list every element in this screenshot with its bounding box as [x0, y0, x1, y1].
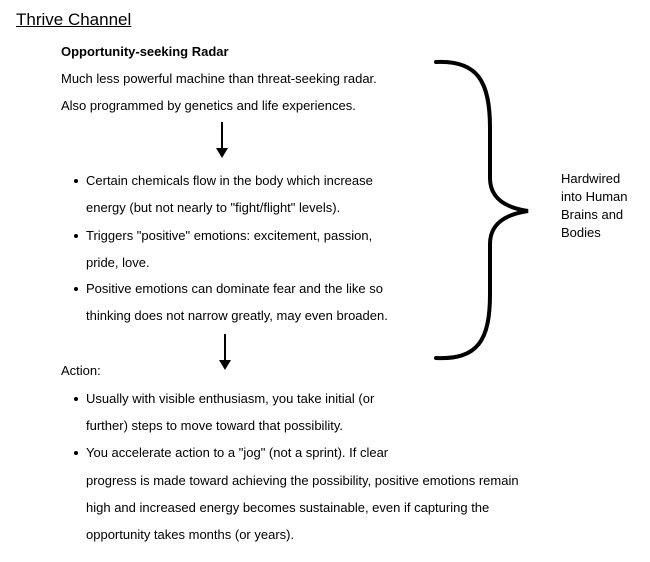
hardwired-note-line-1: Hardwired [561, 171, 621, 186]
effect-bullet-2-line-2: pride, love. [86, 255, 150, 270]
hardwired-note: Hardwired into Human Brains and Bodies [561, 170, 627, 242]
radar-line-2: Also programmed by genetics and life exp… [61, 98, 356, 113]
effect-bullet-1-line-2: energy (but not nearly to "fight/flight"… [86, 200, 341, 215]
action-heading: Action: [61, 363, 101, 378]
action-bullet-2-line-1: You accelerate action to a "jog" (not a … [73, 445, 389, 460]
radar-line-1: Much less powerful machine than threat-s… [61, 71, 377, 86]
hardwired-note-line-2: into Human [561, 189, 628, 204]
hardwired-note-line-3: Brains and [561, 207, 624, 222]
hardwired-note-line-4: Bodies [561, 225, 601, 240]
effect-bullet-1-line-1: Certain chemicals flow in the body which… [74, 173, 373, 188]
down-arrow-icon [216, 122, 228, 158]
curly-brace-icon [434, 59, 529, 361]
effect-bullet-3-line-1: Positive emotions can dominate fear and … [73, 281, 384, 296]
action-bullet-1-line-1: Usually with visible enthusiasm, you tak… [73, 391, 375, 406]
effect-bullet-2-line-1: Triggers "positive" emotions: excitement… [73, 228, 373, 243]
page-title: Thrive Channel [16, 10, 132, 29]
action-bullet-2-line-4: opportunity takes months (or years). [86, 527, 295, 542]
effect-bullet-3-line-2: thinking does not narrow greatly, may ev… [86, 308, 388, 323]
radar-heading: Opportunity-seeking Radar [61, 44, 229, 59]
action-bullet-1-line-2: further) steps to move toward that possi… [86, 418, 343, 433]
action-bullet-2-line-3: high and increased energy becomes sustai… [86, 500, 490, 515]
action-bullet-2-line-2: progress is made toward achieving the po… [86, 473, 519, 488]
down-arrow-icon [219, 334, 231, 370]
